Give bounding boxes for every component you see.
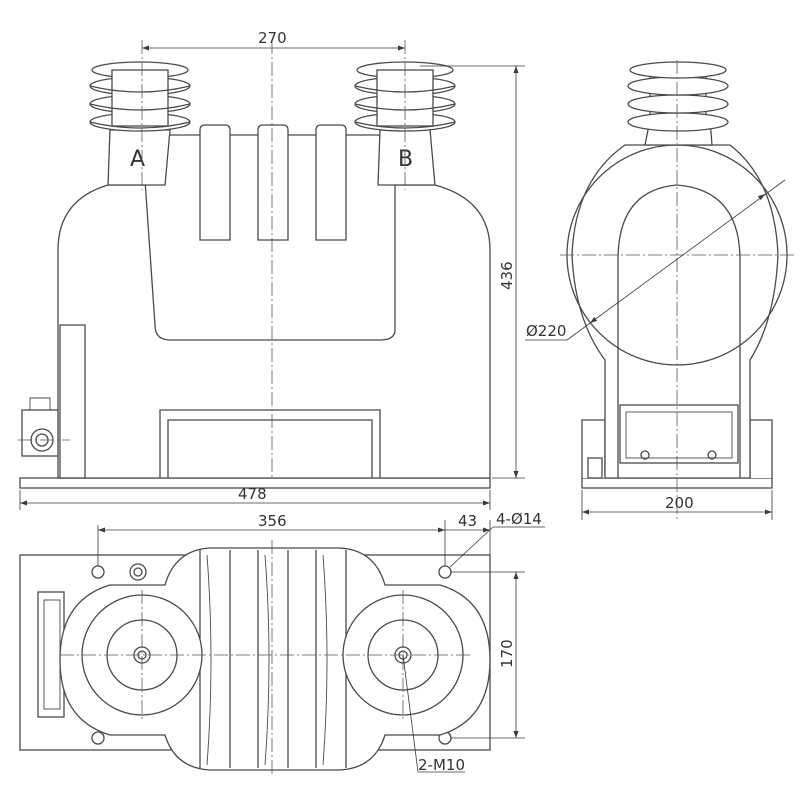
side-ground-nut xyxy=(587,457,603,479)
side-inner-arch xyxy=(617,184,741,478)
side-bushing xyxy=(627,61,729,146)
secondary-terminal-box xyxy=(59,324,86,479)
dim-diameter: Ø220 xyxy=(525,179,786,341)
dim-hole-spacing: 356 xyxy=(97,512,446,566)
dim-base-length: 478 xyxy=(19,485,491,510)
top-view: 356 43 4-Ø14 170 2-M10 xyxy=(19,510,545,775)
dim-43-text: 43 xyxy=(458,512,477,530)
terminal-b-label: B xyxy=(398,147,413,172)
dim-270-text: 270 xyxy=(258,29,287,47)
dim-m10-text: 2-M10 xyxy=(418,756,465,774)
dim-bushing-spacing: 270 xyxy=(142,29,405,51)
terminal-a-label: A xyxy=(130,147,145,172)
dim-4-14-text: 4-Ø14 xyxy=(496,510,542,528)
dim-436-text: 436 xyxy=(498,261,516,290)
dim-holes-leader: 4-Ø14 xyxy=(449,510,545,568)
front-bottom-window xyxy=(159,409,381,478)
ground-terminal xyxy=(21,397,59,457)
dim-terminals-leader: 2-M10 xyxy=(402,654,465,774)
dim-478-text: 478 xyxy=(238,485,267,503)
dim-hole-offset: 43 xyxy=(445,512,491,555)
dim-356-text: 356 xyxy=(258,512,287,530)
dim-height: 436 xyxy=(420,65,525,479)
dim-base-depth: 170 xyxy=(450,571,525,739)
side-terminal-box xyxy=(619,404,739,464)
dim-side-width: 200 xyxy=(581,490,773,520)
dim-200-text: 200 xyxy=(665,494,694,512)
front-view: A B 270 xyxy=(18,29,525,510)
side-view: Ø220 200 xyxy=(525,60,795,520)
dim-170-text: 170 xyxy=(498,639,516,668)
bushing-b: B xyxy=(354,61,456,186)
top-ground-nut xyxy=(129,563,147,581)
dim-220-text: Ø220 xyxy=(526,322,566,340)
side-body xyxy=(571,144,779,479)
bushing-a: A xyxy=(89,61,191,186)
coil-fins xyxy=(199,124,347,241)
